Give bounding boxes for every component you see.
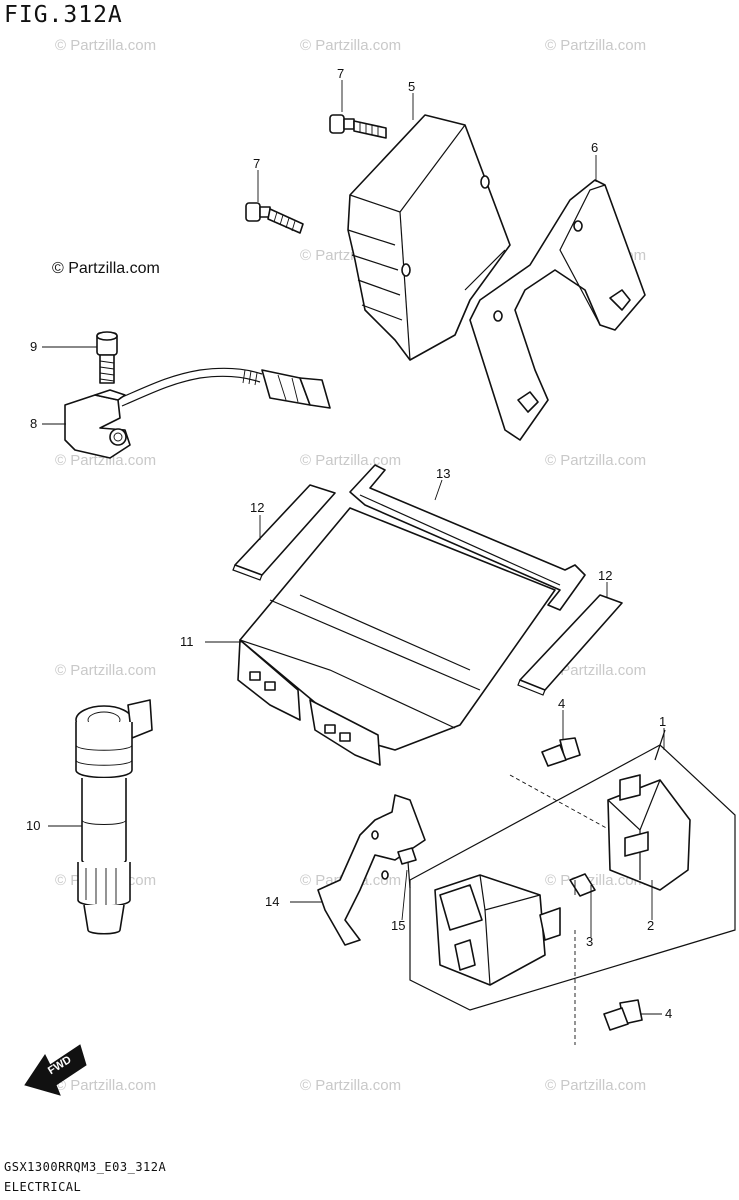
callout-12: 12 <box>250 500 264 515</box>
figure-code: GSX1300RRQM3_E03_312A <box>4 1160 167 1174</box>
callout-9: 9 <box>30 339 37 354</box>
regulator-5 <box>347 114 511 361</box>
watermark: © Partzilla.com <box>55 662 156 679</box>
ecm-11 <box>237 507 556 766</box>
bolt-4-lower <box>603 999 643 1031</box>
bolt-7-lower <box>245 202 304 234</box>
fuse-box-1-frame <box>409 729 736 1045</box>
callout-1: 1 <box>659 714 666 729</box>
pad-12-right <box>517 594 623 696</box>
ignition-coil-10 <box>75 699 153 935</box>
callout-3: 3 <box>586 934 593 949</box>
clip-3 <box>569 873 596 897</box>
bracket-6 <box>469 179 646 441</box>
callout-10: 10 <box>26 818 40 833</box>
callout-7: 7 <box>253 156 260 171</box>
callout-14: 14 <box>265 894 279 909</box>
watermark: © Partzilla.com <box>55 452 156 469</box>
bolt-9 <box>96 331 118 384</box>
pad-12-left <box>232 484 336 581</box>
screw-15 <box>397 847 417 889</box>
partzilla-logo: © Partzilla.com <box>52 260 160 277</box>
watermark: © Partzilla.com <box>545 452 646 469</box>
strap-13 <box>349 464 586 611</box>
callout-13: 13 <box>436 466 450 481</box>
watermark: © Partzilla.com <box>545 37 646 54</box>
watermark: © Partzilla.com <box>545 872 646 889</box>
watermark: © Partzilla.com <box>300 452 401 469</box>
callouts: 7 5 7 6 9 8 13 12 12 11 4 1 10 14 15 3 2… <box>26 66 672 1021</box>
watermark: © Partzilla.com <box>545 1077 646 1094</box>
cover-2 <box>607 774 691 891</box>
callout-6: 6 <box>591 140 598 155</box>
bolt-4-upper <box>541 737 581 767</box>
figure-title: FIG.312A <box>4 2 123 28</box>
callout-5: 5 <box>408 79 415 94</box>
watermark: © Partzilla.com <box>55 1077 156 1094</box>
callout-2: 2 <box>647 918 654 933</box>
callout-12: 12 <box>598 568 612 583</box>
watermark: © Partzilla.com <box>300 1077 401 1094</box>
callout-11: 11 <box>180 634 194 649</box>
figure-caption: ELECTRICAL <box>4 1180 82 1194</box>
sensor-8 <box>64 367 331 459</box>
callout-4: 4 <box>665 1006 672 1021</box>
bolt-7-upper <box>329 114 387 139</box>
watermark: © Partzilla.com <box>545 662 646 679</box>
callout-4: 4 <box>558 696 565 711</box>
leader-lines <box>42 80 665 1015</box>
callout-8: 8 <box>30 416 37 431</box>
callout-15: 15 <box>391 918 405 933</box>
callout-7: 7 <box>337 66 344 81</box>
watermark: © Partzilla.com <box>300 37 401 54</box>
watermark: © Partzilla.com <box>55 37 156 54</box>
relay-block <box>434 874 561 986</box>
